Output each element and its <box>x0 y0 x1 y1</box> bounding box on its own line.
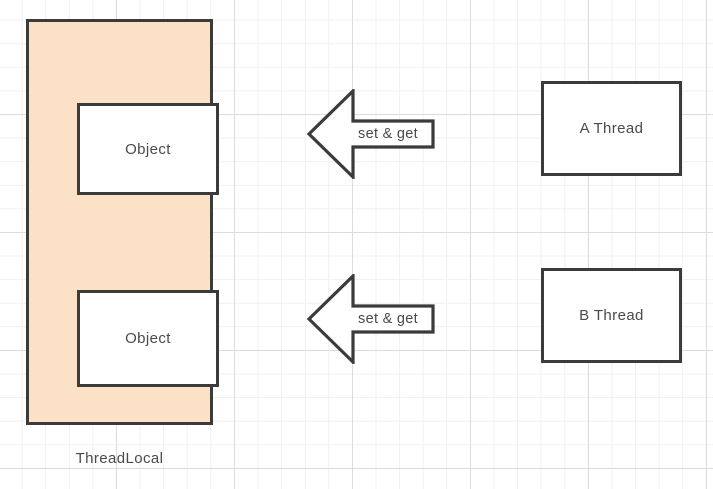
object-box-2: Object <box>77 290 219 387</box>
threadlocal-container: Object Object <box>26 19 219 425</box>
object-box-1-label: Object <box>125 140 171 158</box>
left-arrow-icon <box>307 89 435 179</box>
thread-box-a-label: A Thread <box>579 120 644 137</box>
object-box-1: Object <box>77 103 219 195</box>
thread-box-b: B Thread <box>541 268 682 363</box>
thread-box-b-label: B Thread <box>579 307 644 324</box>
left-arrow-icon <box>307 274 435 364</box>
threadlocal-caption: ThreadLocal <box>75 450 164 467</box>
arrow-set-get-2: set & get <box>307 274 435 364</box>
object-box-2-label: Object <box>125 330 171 347</box>
arrow-set-get-1: set & get <box>307 89 435 179</box>
thread-box-a: A Thread <box>541 81 682 176</box>
